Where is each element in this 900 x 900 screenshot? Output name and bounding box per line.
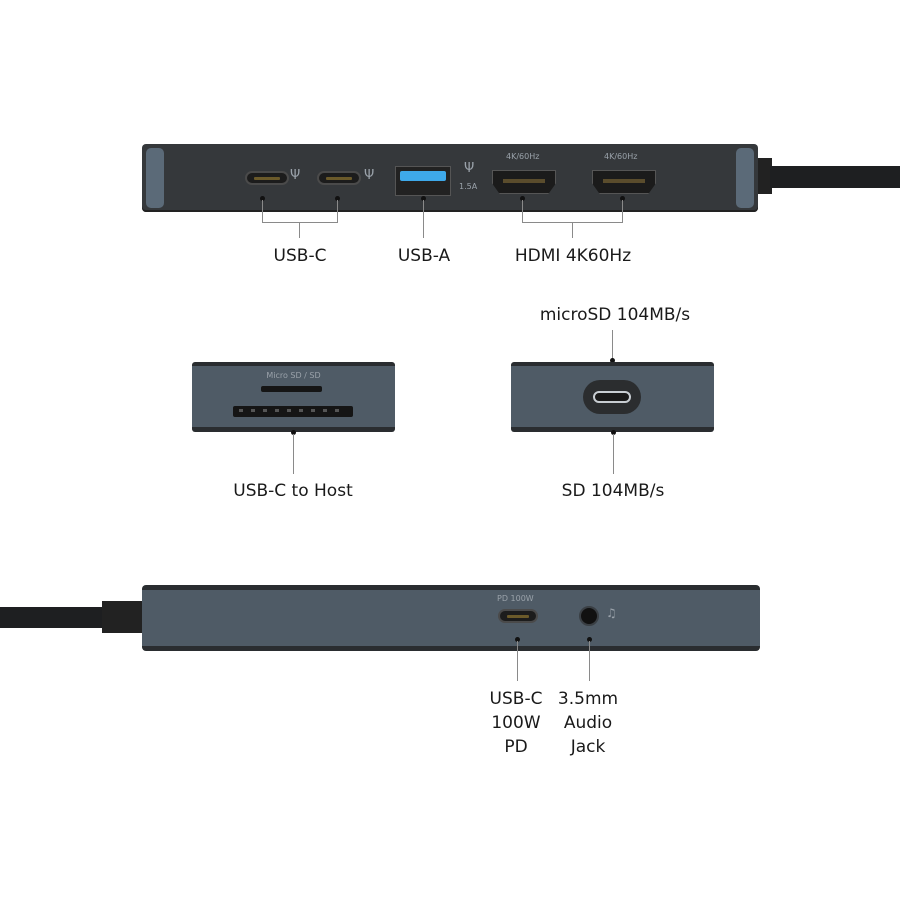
usb-icon: Ψ — [364, 168, 375, 183]
usb-a-label: USB-A — [397, 246, 451, 266]
usb-c-port-2 — [317, 171, 361, 185]
usb-a-current-marking: 1.5A — [459, 182, 478, 191]
bracket — [262, 222, 338, 223]
hdmi-label: HDMI 4K60Hz — [514, 246, 632, 266]
audio-label-line2: Audio — [563, 713, 613, 733]
callout-dot — [515, 637, 520, 642]
usb-c-port-1 — [245, 171, 289, 185]
sd-speed-label: SD 104MB/s — [561, 481, 665, 501]
audio-label-line1: 3.5mm — [557, 689, 619, 709]
bracket — [572, 222, 573, 238]
usb-icon: Ψ — [290, 168, 301, 183]
leader — [517, 641, 518, 681]
callout-dot — [421, 196, 426, 201]
pd-label-line2: 100W — [491, 713, 541, 733]
callout-dot — [611, 430, 616, 435]
hdmi-port-2 — [592, 170, 656, 194]
usb-c-label: USB-C — [273, 246, 327, 266]
usb-c-pd-port — [498, 609, 538, 623]
bracket — [337, 200, 338, 222]
audio-jack — [579, 606, 599, 626]
card-reader-front: Micro SD / SD — [192, 362, 395, 432]
usb-c-to-host-label: USB-C to Host — [233, 481, 353, 501]
headphone-icon: ♫ — [606, 606, 617, 620]
callout-dot — [620, 196, 625, 201]
callout-dot — [520, 196, 525, 201]
callout-dot — [587, 637, 592, 642]
leader — [293, 434, 294, 474]
microsd-speed-label: microSD 104MB/s — [539, 305, 691, 325]
callout-dot — [335, 196, 340, 201]
audio-label-line3: Jack — [570, 737, 606, 757]
bottom-cable-connector — [102, 601, 142, 633]
callout-dot — [260, 196, 265, 201]
leader — [423, 200, 424, 238]
hub-top-view: Ψ Ψ Ψ 1.5A 4K/60Hz 4K/60Hz — [142, 144, 758, 212]
hdmi-1-marking: 4K/60Hz — [506, 152, 540, 161]
left-endcap — [146, 148, 164, 208]
callout-dot — [610, 358, 615, 363]
slot-marking: Micro SD / SD — [266, 371, 321, 380]
usb-a-port — [395, 166, 451, 196]
leader — [612, 330, 613, 360]
hdmi-2-marking: 4K/60Hz — [604, 152, 638, 161]
pd-label-line3: PD — [504, 737, 528, 757]
leader — [589, 641, 590, 681]
bracket — [622, 200, 623, 222]
callout-dot — [291, 430, 296, 435]
hub-bottom-view: PD 100W ♫ — [142, 585, 760, 651]
bottom-cable — [0, 607, 105, 628]
pd-marking: PD 100W — [497, 594, 534, 603]
leader — [613, 434, 614, 474]
bracket — [299, 222, 300, 238]
usb-c-plug-tip — [593, 391, 631, 403]
bracket — [262, 200, 263, 222]
hdmi-port-1 — [492, 170, 556, 194]
top-cable — [770, 166, 900, 188]
bracket — [522, 200, 523, 222]
usb-c-plug — [583, 380, 641, 414]
microsd-slot — [261, 386, 322, 392]
pd-label-line1: USB-C — [489, 689, 543, 709]
right-endcap — [736, 148, 754, 208]
usb-icon: Ψ — [464, 161, 475, 176]
sd-slot — [233, 406, 353, 417]
card-reader-back — [511, 362, 714, 432]
